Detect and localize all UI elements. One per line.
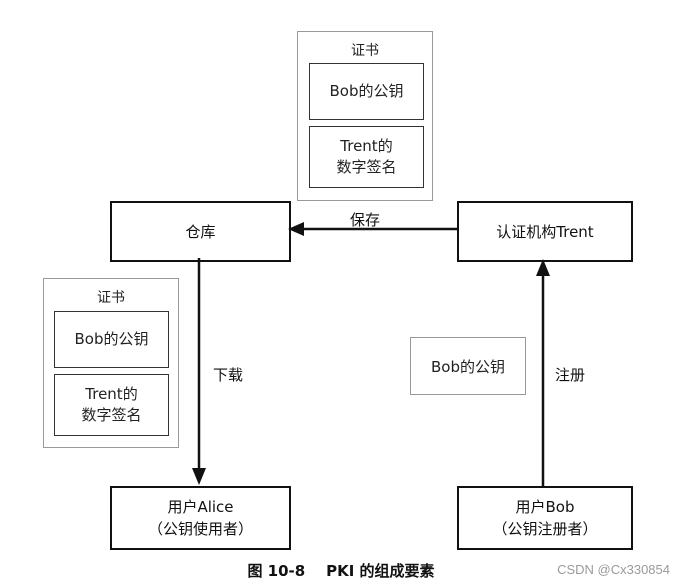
certificate-top-public-key-label: Bob的公钥 bbox=[329, 82, 404, 100]
bob-public-key-label: Bob的公钥 bbox=[431, 357, 505, 376]
save-label: 保存 bbox=[350, 211, 381, 229]
register-label: 注册 bbox=[555, 366, 586, 384]
download-arrow-head bbox=[192, 468, 206, 485]
watermark: CSDN @Cx330854 bbox=[557, 562, 670, 577]
certificate-top-title: 证书 bbox=[351, 43, 379, 59]
register-arrow-head bbox=[536, 259, 550, 276]
certificate-top-public-key: Bob的公钥 bbox=[309, 63, 424, 120]
figure-caption: 图 10-8 PKI 的组成要素 bbox=[247, 562, 435, 580]
ca-node: 认证机构Trent bbox=[457, 201, 633, 262]
certificate-left: 证书 Bob的公钥 Trent的 数字签名 bbox=[43, 278, 179, 448]
certificate-left-signature: Trent的 数字签名 bbox=[54, 374, 169, 436]
bob-node: 用户Bob （公钥注册者） bbox=[457, 486, 633, 550]
download-label: 下载 bbox=[213, 366, 244, 384]
certificate-left-title: 证书 bbox=[97, 290, 125, 306]
certificate-left-public-key: Bob的公钥 bbox=[54, 311, 169, 368]
certificate-top-signature-label: Trent的 数字签名 bbox=[336, 137, 397, 176]
certificate-left-signature-label: Trent的 数字签名 bbox=[81, 385, 142, 424]
repository-node: 仓库 bbox=[110, 201, 291, 262]
certificate-top: 证书 Bob的公钥 Trent的 数字签名 bbox=[297, 31, 433, 201]
alice-node: 用户Alice （公钥使用者） bbox=[110, 486, 291, 550]
certificate-left-public-key-label: Bob的公钥 bbox=[74, 330, 149, 348]
save-arrow-head bbox=[288, 222, 304, 236]
bob-public-key-box: Bob的公钥 bbox=[410, 337, 526, 395]
certificate-top-signature: Trent的 数字签名 bbox=[309, 126, 424, 188]
